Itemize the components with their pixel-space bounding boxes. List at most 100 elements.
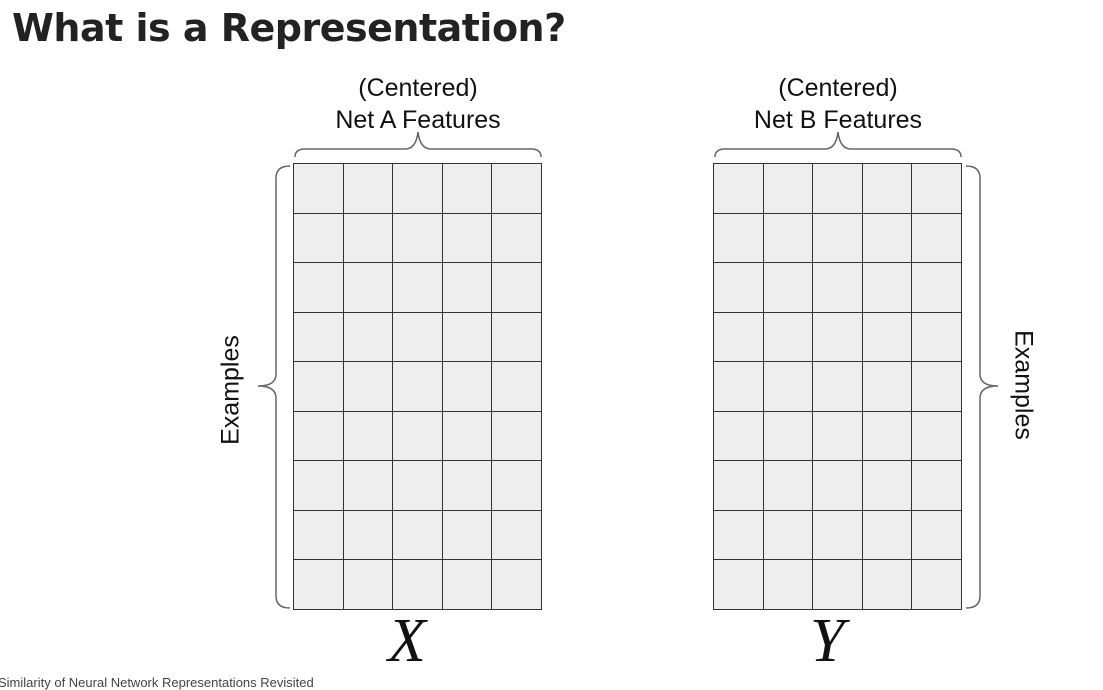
matrix-b-header: (Centered) Net B Features (712, 72, 964, 136)
matrix-b-cell (813, 263, 863, 313)
matrix-b-cell (813, 362, 863, 412)
matrix-a-cell (294, 263, 344, 313)
matrix-b-cell (912, 461, 962, 511)
matrix-b-cell (862, 164, 913, 214)
matrix-b-cell (862, 411, 913, 462)
matrix-a-cell (294, 312, 344, 363)
matrix-a-cell (492, 164, 542, 214)
matrix-b-cell (912, 263, 962, 313)
matrix-a-cell (294, 411, 344, 462)
matrix-b-cell (912, 362, 962, 412)
matrix-b-cell (862, 312, 913, 363)
matrix-b-cell (714, 461, 764, 511)
matrix-a-cell (393, 312, 443, 363)
matrix-a-cell (343, 461, 394, 511)
matrix-a-cell (393, 560, 443, 610)
matrix-a-cell (492, 560, 542, 610)
matrix-a-cell (442, 461, 493, 511)
matrix-a-cell (393, 362, 443, 412)
matrix-b-cell (912, 510, 962, 561)
matrix-b-cell (714, 213, 764, 264)
matrix-b-cell (912, 312, 962, 363)
matrix-a-cell (442, 263, 493, 313)
matrix-b-cell (862, 461, 913, 511)
matrix-b-cell (714, 560, 764, 610)
matrix-b-cell (714, 263, 764, 313)
matrix-b-cell (714, 510, 764, 561)
matrix-b-cell (912, 411, 962, 462)
matrix-b-right-brace (965, 165, 999, 609)
matrix-a-header: (Centered) Net A Features (292, 72, 544, 136)
matrix-b-top-brace (714, 131, 962, 158)
matrix-b-cell (763, 263, 814, 313)
footer-citation: Similarity of Neural Network Representat… (0, 675, 314, 690)
matrix-b-cell (862, 362, 913, 412)
matrix-a-symbol: X (388, 607, 426, 675)
matrix-b-header-line2: Net B Features (753, 106, 923, 134)
matrix-a-cell (442, 560, 493, 610)
matrix-a-cell (294, 213, 344, 264)
matrix-a-cell (294, 510, 344, 561)
matrix-b-symbol: Y (810, 607, 845, 675)
matrix-b-cell (912, 560, 962, 610)
slide-title: What is a Representation? (12, 6, 566, 50)
matrix-a-cell (492, 312, 542, 363)
matrix-a-cell (343, 213, 394, 264)
matrix-b-cell (763, 560, 814, 610)
matrix-b-grid (713, 163, 962, 610)
matrix-b-cell (714, 312, 764, 363)
matrix-b-cell (862, 510, 913, 561)
matrix-b-examples-label: Examples (1009, 330, 1038, 440)
matrix-b-cell (813, 411, 863, 462)
matrix-b-cell (813, 312, 863, 363)
matrix-b-cell (813, 560, 863, 610)
matrix-a-cell (294, 362, 344, 412)
matrix-a-cell (442, 510, 493, 561)
matrix-a-grid (293, 163, 542, 610)
matrix-a-cell (343, 411, 394, 462)
matrix-b-cell (763, 312, 814, 363)
matrix-a-cell (343, 263, 394, 313)
matrix-a-cell (343, 312, 394, 363)
matrix-b-cell (763, 164, 814, 214)
matrix-b-cell (912, 164, 962, 214)
matrix-a-cell (492, 510, 542, 561)
matrix-a-header-line1: (Centered) (358, 74, 478, 102)
matrix-b-cell (763, 411, 814, 462)
matrix-b-cell (714, 164, 764, 214)
matrix-a-cell (393, 164, 443, 214)
matrix-b-cell (714, 411, 764, 462)
matrix-a-cell (442, 411, 493, 462)
matrix-a-cell (294, 461, 344, 511)
matrix-a-cell (492, 362, 542, 412)
matrix-a-left-brace (257, 165, 291, 609)
matrix-b-cell (763, 510, 814, 561)
matrix-b-cell (763, 213, 814, 264)
matrix-a-cell (492, 461, 542, 511)
matrix-a-cell (343, 362, 394, 412)
matrix-a-examples-label: Examples (216, 335, 245, 445)
matrix-a-cell (442, 362, 493, 412)
matrix-a-cell (442, 164, 493, 214)
matrix-a-cell (393, 263, 443, 313)
matrix-a-cell (294, 164, 344, 214)
matrix-a-cell (393, 461, 443, 511)
matrix-b-cell (714, 362, 764, 412)
matrix-b-cell (862, 213, 913, 264)
matrix-a-cell (343, 510, 394, 561)
matrix-a-header-line2: Net A Features (335, 106, 501, 134)
matrix-a-cell (343, 164, 394, 214)
matrix-a-top-brace (294, 131, 542, 158)
matrix-a-cell (492, 213, 542, 264)
matrix-a-cell (393, 510, 443, 561)
matrix-a-cell (492, 263, 542, 313)
matrix-a-cell (393, 411, 443, 462)
matrix-b-cell (813, 213, 863, 264)
matrix-b-cell (912, 213, 962, 264)
matrix-b-cell (763, 461, 814, 511)
matrix-b-header-line1: (Centered) (778, 74, 898, 102)
matrix-a-cell (294, 560, 344, 610)
matrix-b-cell (763, 362, 814, 412)
matrix-a-cell (492, 411, 542, 462)
